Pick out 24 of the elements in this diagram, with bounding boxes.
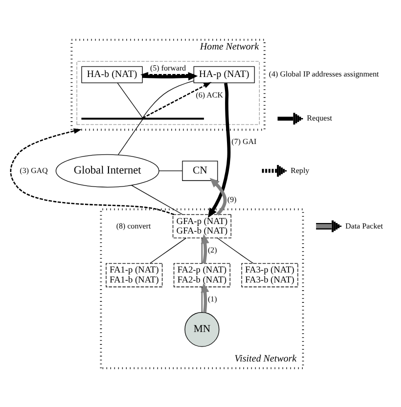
connector (217, 237, 254, 264)
arrow (208, 82, 231, 218)
node-circle: MN (184, 312, 220, 346)
node-box: HA-b (NAT) (81, 66, 143, 83)
arrow (200, 234, 210, 264)
node-box: CN (182, 160, 218, 180)
node-box: FA3-p (NAT) FA3-b (NAT) (241, 262, 298, 287)
arrow (10, 128, 174, 215)
node-ellipse: Global Internet (56, 154, 160, 187)
connector (158, 170, 183, 171)
connector (142, 80, 194, 118)
arrow (210, 177, 227, 216)
node-box: FA1-p (NAT) FA1-b (NAT) (106, 262, 163, 287)
node-box: HA-p (NAT) (194, 66, 255, 83)
node-box: GFA-p (NAT) GFA-b (NAT) (172, 214, 232, 238)
connector (131, 184, 183, 214)
arrow (142, 81, 212, 118)
node-bar (81, 117, 204, 120)
node-box: FA2-p (NAT) FA2-b (NAT) (174, 262, 230, 287)
arrow (142, 72, 198, 80)
connector (117, 82, 143, 118)
connector (118, 118, 143, 155)
arrow (200, 282, 210, 312)
connector (150, 237, 186, 264)
